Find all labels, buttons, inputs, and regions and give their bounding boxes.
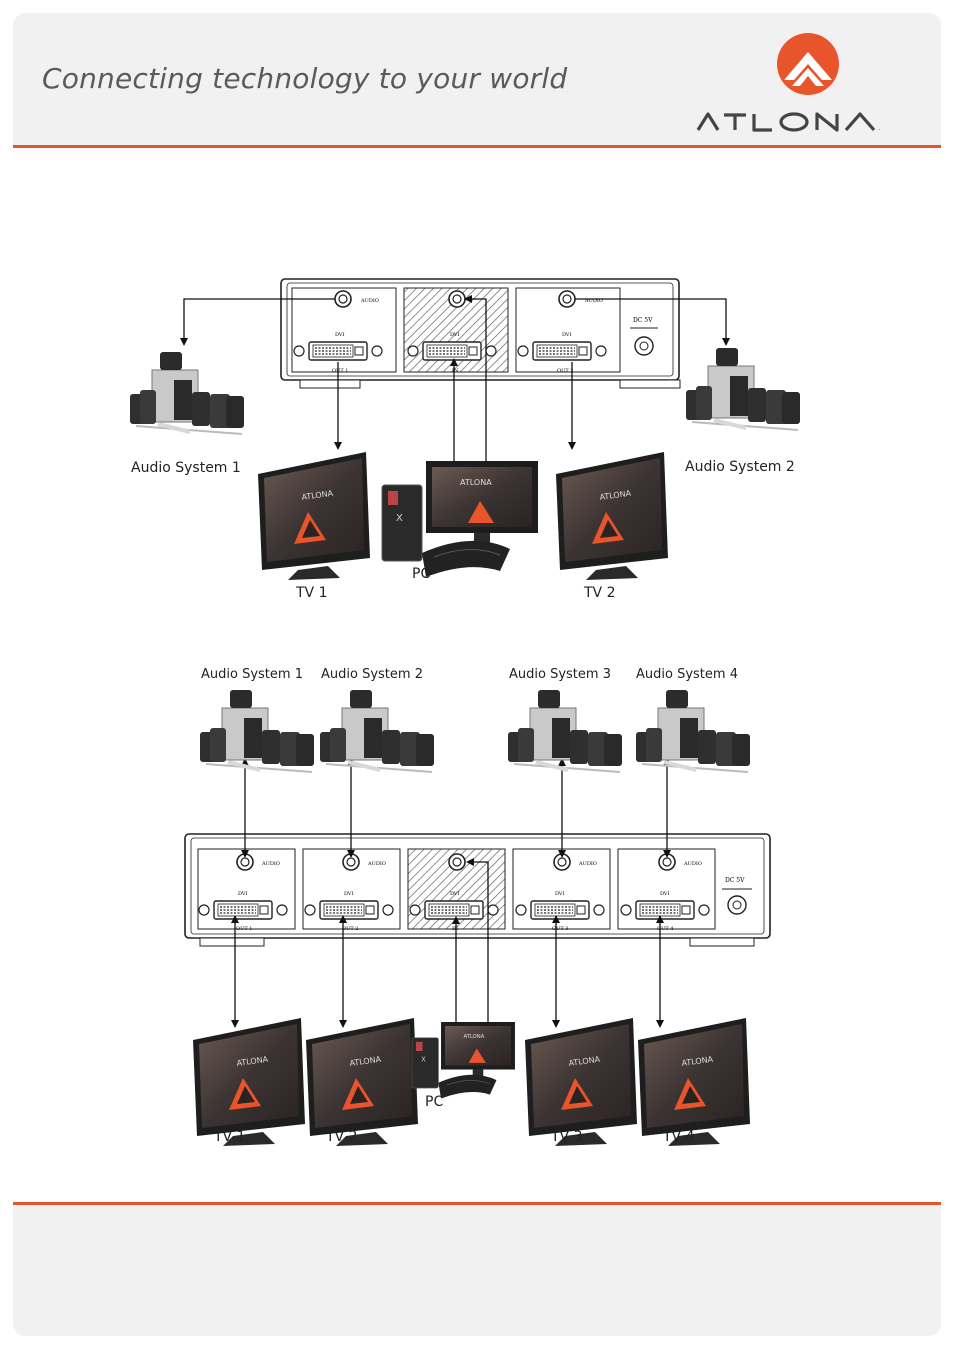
d1-audio-system-2: [684, 346, 802, 432]
d1-dc-label: DC 5V: [633, 317, 653, 324]
d2-audio-label-2: AUDIO: [367, 861, 386, 867]
d1-audio-system-1-label: Audio System 1: [131, 460, 241, 476]
svg-text:.: .: [878, 124, 880, 132]
d2-audio-label-4: AUDIO: [683, 861, 702, 867]
d1-tv-1-label: TV 1: [296, 585, 328, 601]
d1-tv-1: [258, 452, 370, 580]
d2-tv-2: [306, 1018, 418, 1146]
d2-pc-label: PC: [425, 1094, 444, 1110]
d2-pc: [411, 1021, 516, 1099]
d1-audio-system-2-label: Audio System 2: [685, 459, 795, 475]
d2-tv-4-label: TV 4: [663, 1129, 695, 1145]
d1-dvi-label-2: DVI: [562, 332, 572, 338]
d1-pc-label: PC: [412, 566, 431, 582]
d2-tv-2-label: TV 2: [326, 1129, 358, 1145]
diagram-1-splitter-2way: AUDIO DVI OUT 1 DVI IN AUDIO DVI OUT 2 D…: [128, 278, 802, 580]
d2-out3-label: OUT 3: [552, 926, 568, 932]
d1-tv-2-label: TV 2: [584, 585, 616, 601]
d2-audio-system-3-label: Audio System 3: [509, 667, 611, 682]
diagram-2-splitter-4way: AUDIO DVI OUT 1 AUDIO DVI OUT 2 DVI IN A…: [184, 688, 771, 1146]
d2-audio-label-1: AUDIO: [261, 861, 280, 867]
d2-audio-system-1: [198, 688, 316, 774]
d2-tv-3: [525, 1018, 637, 1146]
d2-audio-input-line: [466, 858, 489, 1026]
d1-dvi-label-1: DVI: [335, 332, 345, 338]
d2-dvi-label-2: DVI: [344, 891, 354, 897]
d1-audio-line-2: [575, 298, 730, 346]
d2-tv-4: [638, 1018, 750, 1146]
d1-pc: [381, 460, 539, 578]
footer-rule: [13, 1202, 941, 1205]
d2-audio-system-4: [634, 688, 752, 774]
header-rule: [13, 145, 941, 148]
d2-audio-system-2: [318, 688, 436, 774]
tagline: Connecting technology to your world: [42, 62, 568, 95]
d1-audio-input-line: [464, 295, 487, 461]
d2-audio-system-1-label: Audio System 1: [201, 667, 303, 682]
d1-audio-label-2: AUDIO: [584, 298, 603, 304]
d1-out1-label: OUT 1: [332, 368, 348, 374]
d1-audio-system-1: [128, 350, 246, 436]
d2-audio-system-4-label: Audio System 4: [636, 667, 738, 682]
atlona-logo: .: [696, 33, 880, 132]
d1-in-label: IN: [452, 368, 459, 374]
d2-dc-label: DC 5V: [725, 877, 745, 884]
d1-tv-2: [556, 452, 668, 580]
d2-tv-3-label: TV 3: [551, 1129, 583, 1145]
d1-audio-label-1: AUDIO: [360, 298, 379, 304]
atlona-wordmark: [696, 112, 876, 132]
d2-dvi-label-3: DVI: [555, 891, 565, 897]
d2-tv-1: [193, 1018, 305, 1146]
d2-dvi-label-4: DVI: [660, 891, 670, 897]
d2-out1-label: OUT 1: [236, 926, 252, 932]
d2-out4-label: OUT 4: [657, 926, 673, 932]
d2-audio-label-3: AUDIO: [578, 861, 597, 867]
d1-out2-label: OUT 2: [557, 368, 573, 374]
atlona-mark-icon: [777, 33, 839, 95]
d2-audio-system-2-label: Audio System 2: [321, 667, 423, 682]
d1-audio-line-1: [180, 298, 335, 346]
d2-dvi-label-1: DVI: [238, 891, 248, 897]
d2-tv-1-label: TV 1: [214, 1129, 246, 1145]
d2-audio-system-3: [506, 688, 624, 774]
d2-dvi-label-in: DVI: [450, 891, 460, 897]
d1-dvi-label-in: DVI: [450, 332, 460, 338]
d2-out2-label: OUT 2: [342, 926, 358, 932]
